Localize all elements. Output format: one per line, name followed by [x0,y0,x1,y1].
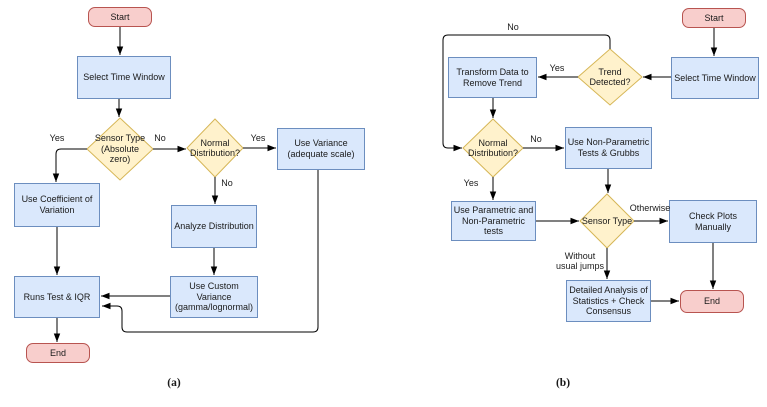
decision-a-sensor-type-shape [86,117,154,181]
node-b-transform-data: Transform Data to Remove Trend [448,57,537,98]
edge-a-sensor-yes-to-coefficient [52,148,87,182]
edge-label-b-normal-yes: Yes [463,178,479,188]
caption-a: (a) [167,377,181,389]
node-a-runs-test-iqr: Runs Test & IQR [14,276,100,318]
node-a-end: End [26,343,90,363]
node-a-sensor-type-label: Sensor Type (Absolute zero) [94,119,146,179]
edge-label-a-sensor-no: No [154,133,166,143]
node-label: Use Coefficient of Variation [21,194,93,215]
edge-label-b-sensor-otherwise: Otherwise [629,203,671,213]
node-b-trend-detected-label: Trend Detected? [585,49,635,105]
node-label: Trend Detected? [589,66,631,87]
node-label: Sensor Type [581,215,633,226]
node-b-use-parametric: Use Parametric and Non-Parametric tests [451,201,536,241]
caption-b: (b) [555,377,571,389]
node-label: Start [110,11,130,22]
node-a-use-variance: Use Variance (adequate scale) [277,128,365,170]
node-label: Analyze Distribution [174,221,254,232]
node-label: End [703,296,720,307]
edge-b-trend-no-to-normal [442,34,611,152]
node-label: Use Non-Parametric Tests & Grubbs [567,137,650,158]
node-label: Use Parametric and Non-Parametric tests [453,204,534,237]
node-label: Runs Test & IQR [23,291,91,302]
node-label: Select Time Window [674,72,756,83]
node-label: Check Plots Manually [688,210,738,232]
edge-label-a-sensor-yes: Yes [49,133,65,143]
edge-label-a-normal-yes: Yes [250,133,266,143]
node-b-normal-distribution-label: Normal Distribution? [464,120,522,176]
edge-label-a-normal-no: No [221,178,233,188]
node-a-normal-distribution-label: Normal Distribution? [186,119,244,177]
node-label: End [49,347,66,358]
decision-b-trend-detected-shape [577,48,643,106]
node-a-select-time-window: Select Time Window [77,56,171,99]
node-b-use-non-parametric: Use Non-Parametric Tests & Grubbs [565,127,652,169]
node-label: Detailed Analysis of Statistics + Check … [569,284,648,317]
node-b-start: Start [682,8,746,28]
node-label: Transform Data to Remove Trend [456,66,529,88]
node-a-start: Start [88,7,152,27]
node-a-use-coefficient: Use Coefficient of Variation [14,183,100,227]
node-label: Start [704,12,724,23]
node-label: Select Time Window [83,72,165,83]
node-b-detailed-analysis: Detailed Analysis of Statistics + Check … [566,280,651,322]
node-label: Use Custom Variance (gamma/lognormal) [174,280,254,313]
node-b-select-time-window: Select Time Window [671,57,759,99]
node-label: Sensor Type (Absolute zero) [94,133,146,165]
edge-label-b-trend-no: No [507,22,519,32]
edge-label-b-normal-no: No [530,134,542,144]
node-a-analyze-distribution: Analyze Distribution [171,205,257,248]
node-b-sensor-type-label: Sensor Type [575,195,639,247]
edge-label-b-trend-yes: Yes [549,63,565,73]
node-label: Normal Distribution? [467,137,519,158]
node-b-check-plots: Check Plots Manually [669,200,757,243]
node-label: Use Variance (adequate scale) [287,138,355,159]
node-a-use-custom-variance: Use Custom Variance (gamma/lognormal) [170,276,258,318]
node-b-end: End [680,290,744,313]
node-label: Normal Distribution? [189,137,241,158]
edge-a-variance-to-runs [102,170,319,333]
edge-label-b-sensor-without-jumps: Without usual jumps [555,251,605,272]
